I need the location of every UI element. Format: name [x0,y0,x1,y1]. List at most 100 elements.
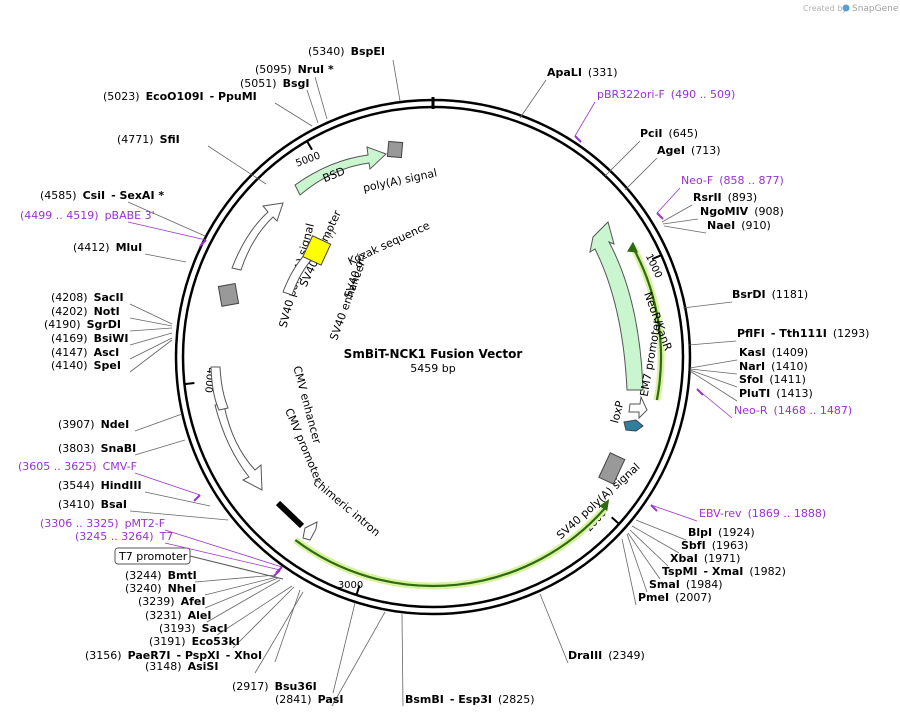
tick-1000 [651,254,661,261]
label-sbfi[interactable]: SbfI(1963) [631,525,748,554]
label-nrui[interactable]: (5095)NruI * [255,63,334,120]
feature-small-arrow [302,521,318,541]
label-part-spei-1: SpeI [94,359,121,372]
label-text-sfoi: SfoI(1411) [739,373,806,386]
orf-highlights [293,241,665,590]
label-sfii[interactable]: (4771)SfiI [117,133,267,185]
label-smai[interactable]: SmaI(1984) [626,533,722,593]
label-bsgi[interactable]: (5051)BsgI [240,77,319,124]
label-snabi[interactable]: (3803)SnaBI [58,439,186,456]
label-part-pbabe-1: pBABE 3' [105,209,155,222]
label-part-alei-1: AleI [188,609,212,622]
label-t7p[interactable]: (3245 .. 3264)T7 [75,530,281,577]
label-rsrii[interactable]: RsrII(893) [661,191,757,223]
leader-smai [626,533,648,593]
feature-loxp[interactable]: loxP [608,399,644,432]
label-part-nrui-0: (5095) [255,63,292,76]
label-bsmbi[interactable]: BsmBI- Esp3I(2825) [401,613,535,707]
label-text-bsai: (3410)BsaI [58,498,127,511]
label-text-ebvrev: EBV-rev(1869 .. 1888) [699,507,826,520]
label-asci[interactable]: (4147)AscI [51,337,173,360]
plasmid-name: SmBiT-NCK1 Fusion Vector [344,347,523,361]
label-saci[interactable]: (3193)SacI [159,585,293,636]
label-sacii[interactable]: (4208)SacII [51,291,173,325]
label-naei[interactable]: NaeI(910) [663,219,771,234]
label-part-sacii-0: (4208) [51,291,88,304]
label-alei[interactable]: (3231)AleI [145,579,281,623]
label-tspmi[interactable]: TspMI- XmaI(1982) [627,532,786,580]
label-pluti[interactable]: PluTI(1413) [689,370,813,402]
label-pbr322[interactable]: pBR322ori-F(490 .. 509) [574,88,735,143]
label-nari[interactable]: NarI(1410) [689,360,808,375]
label-bmti[interactable]: (3244)BmtI [125,569,277,583]
label-part-kasi-0: KasI [739,346,766,359]
label-ngomiv[interactable]: NgoMIV(908) [662,205,784,225]
label-part-sgrdi-0: (4190) [44,318,81,331]
label-text-neof: Neo-F(858 .. 877) [681,174,784,187]
label-sgrdi[interactable]: (4190)SgrDI [44,318,173,332]
label-bsu36i[interactable]: (2917)Bsu36I [232,602,356,694]
label-afei[interactable]: (3239)AfeI [138,577,279,609]
label-part-naei-0: NaeI [707,219,735,232]
label-sfoi[interactable]: SfoI(1411) [689,369,806,388]
leader-bsrdi [682,301,733,309]
label-csii[interactable]: (4585)CsiI- SexAI * [40,189,206,237]
primer-mark-pbabe [199,239,207,247]
label-blpi[interactable]: BlpI(1924) [635,519,755,541]
label-part-pflfi-1: - Tth111I [771,327,827,340]
label-pcii[interactable]: PciI(645) [604,127,698,177]
label-nhei[interactable]: (3240)NheI [125,576,278,596]
primer-mark-ebvrev [650,504,658,512]
label-bsiwi[interactable]: (4169)BsiWI [51,332,173,346]
label-pbabe[interactable]: (4499 .. 4519)pBABE 3' [20,209,207,247]
label-eco0109i[interactable]: (5023)EcoO109I- PpuMI [103,90,313,127]
label-ebvrev[interactable]: EBV-rev(1869 .. 1888) [650,504,826,522]
label-neor[interactable]: Neo-R(1468 .. 1487) [696,388,852,419]
label-apali[interactable]: ApaLI(331) [519,66,618,119]
label-mlui[interactable]: (4412)MluI [73,241,187,263]
label-text-snabi: (3803)SnaBI [58,442,136,455]
label-text-pasi: (2841)PasI [275,693,343,706]
label-pmt2f[interactable]: (3306 .. 3325)pMT2-F [40,517,283,574]
label-paer7i[interactable]: (3156)PaeR7I- PspXI- XhoI [85,589,301,663]
leader-pmt2f [164,529,283,568]
label-agei[interactable]: AgeI(713) [624,144,721,191]
label-text-eco53ki: (3191)Eco53kI [149,635,240,648]
label-hindiii[interactable]: (3544)HindIII [58,479,211,507]
label-cmvf[interactable]: (3605 .. 3625)CMV-F [18,460,201,502]
label-pflfi[interactable]: PflFI- Tth111I(1293) [688,327,869,346]
label-part-csii-2: - SexAI * [111,189,164,202]
label-part-bsmbi-0: BsmBI [405,693,444,706]
label-xbai[interactable]: XbaI(1971) [629,529,740,567]
leader-csii [127,201,206,237]
plasmid-length: 5459 bp [410,362,455,375]
leader-ngomiv [662,218,699,225]
feature-t7-promoter[interactable]: T7 promoter [114,547,284,580]
label-pmei[interactable]: PmeI(2007) [621,538,712,606]
label-spei[interactable]: (4140)SpeI [51,339,173,373]
feature-sv40-polya-right[interactable]: SV40 poly(A) signal [554,452,643,542]
label-part-cmvf-0: (3605 .. 3625) [18,460,97,473]
label-ndei[interactable]: (3907)NdeI [58,413,183,432]
label-text-bsiwi: (4169)BsiWI [51,332,129,345]
label-eco53ki[interactable]: (3191)Eco53kI [149,586,295,649]
label-asisi[interactable]: (3148)AsiSI [145,591,304,674]
label-part-bsrdi-1: (1181) [772,288,809,301]
feature-chimeric-intron[interactable]: chimeric intron [275,476,383,539]
label-text-xbai: XbaI(1971) [670,552,740,565]
label-bsai[interactable]: (3410)BsaI [58,498,229,521]
label-pasi[interactable]: (2841)PasI [275,611,386,707]
label-text-pbabe: (4499 .. 4519)pBABE 3' [20,209,155,222]
label-draiii[interactable]: DraIII(2349) [539,593,645,664]
leader-pmei [621,538,637,606]
label-bspei[interactable]: (5340)BspEI [308,45,401,102]
label-kasi[interactable]: KasI(1409) [689,346,808,369]
label-neof[interactable]: Neo-F(858 .. 877) [656,174,784,220]
label-part-afei-1: AfeI [181,595,206,608]
feature-kozak[interactable]: Kozak sequence [302,219,432,268]
label-noti[interactable]: (4202)NotI [51,305,173,327]
label-part-bmti-0: (3244) [125,569,162,582]
label-part-pmei-1: (2007) [675,591,712,604]
label-bsrdi[interactable]: BsrDI(1181) [682,288,809,309]
